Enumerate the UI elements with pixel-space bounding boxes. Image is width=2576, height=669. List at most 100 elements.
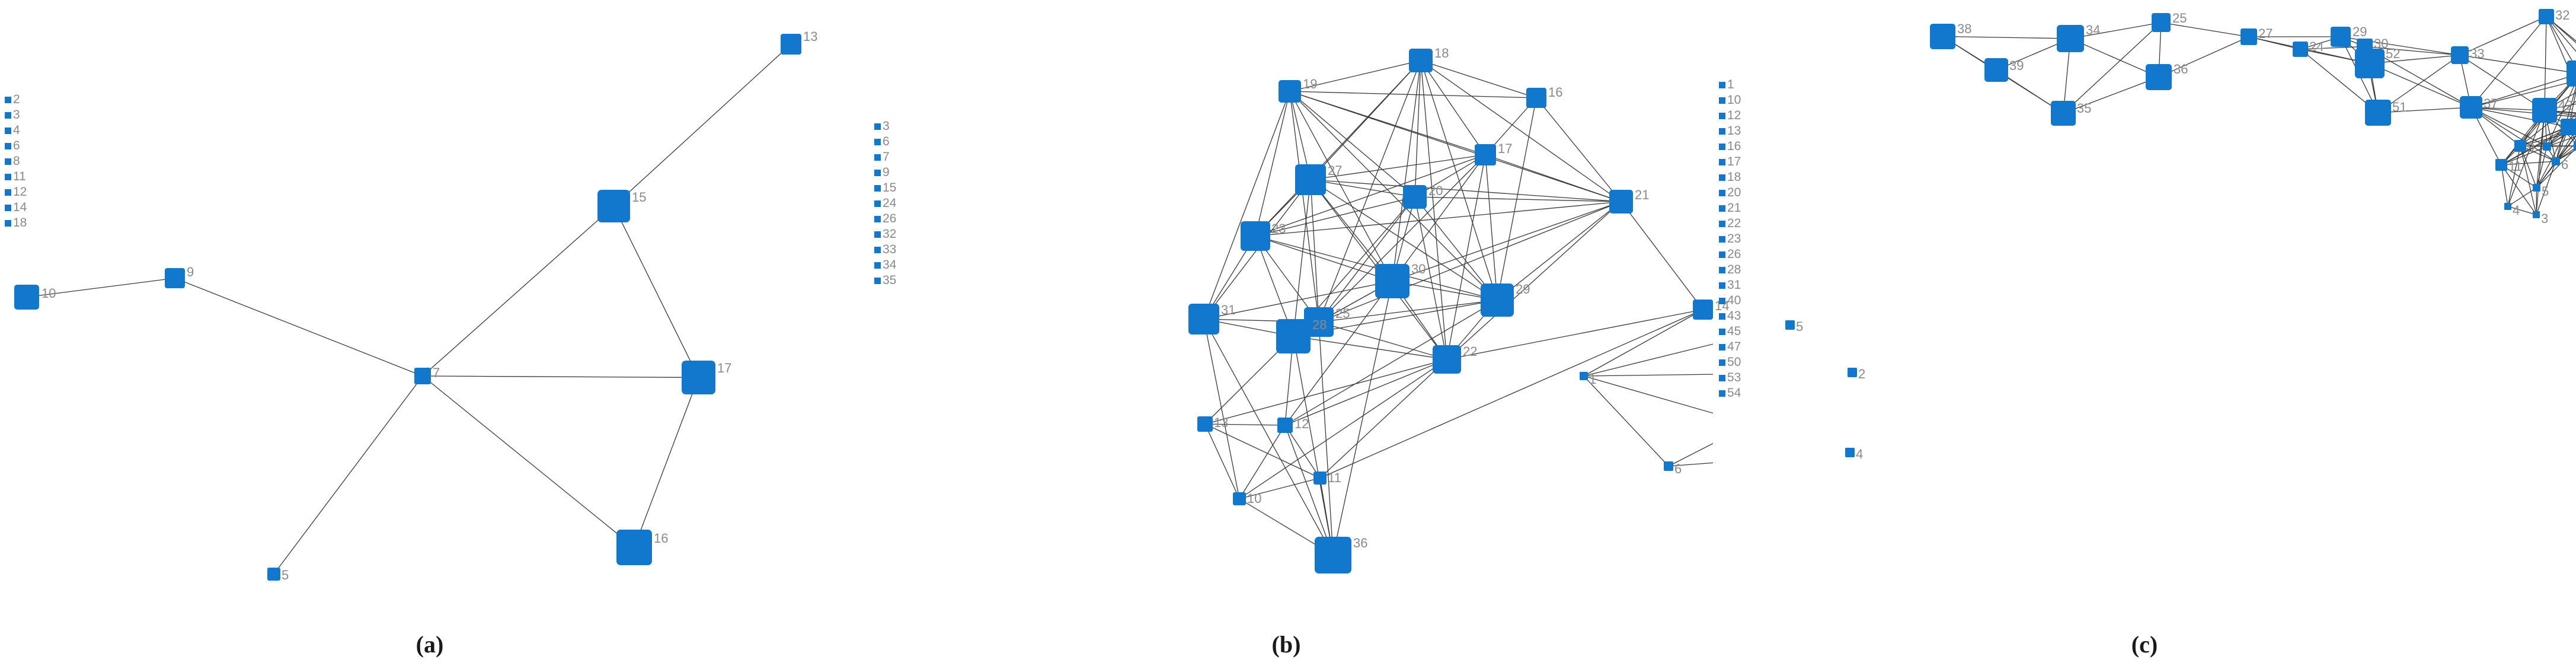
legend-item[interactable]: 26 <box>874 211 896 227</box>
legend-item[interactable]: 26 <box>1719 247 1741 262</box>
graph-node[interactable] <box>2331 27 2351 47</box>
graph-node[interactable] <box>2561 119 2576 135</box>
graph-node[interactable] <box>1848 368 1857 377</box>
legend-item[interactable]: 9 <box>874 165 896 180</box>
graph-node[interactable] <box>597 190 630 222</box>
graph-node[interactable] <box>2514 140 2526 152</box>
graph-node[interactable] <box>1475 144 1496 165</box>
graph-node[interactable] <box>1984 58 2008 82</box>
legend-item[interactable]: 1 <box>1719 77 1741 93</box>
graph-node[interactable] <box>1609 190 1633 214</box>
legend-item[interactable]: 12 <box>5 184 27 200</box>
legend-item[interactable]: 11 <box>5 169 27 184</box>
graph-node[interactable] <box>1580 372 1588 380</box>
graph-node[interactable] <box>2355 49 2385 78</box>
graph-node[interactable] <box>682 361 715 394</box>
graph-node[interactable] <box>2451 46 2469 64</box>
graph-node[interactable] <box>1295 164 1326 195</box>
graph-node[interactable] <box>1785 320 1795 330</box>
legend-item[interactable]: 22 <box>1719 216 1741 231</box>
graph-node[interactable] <box>1241 221 1270 251</box>
legend-item[interactable]: 14 <box>5 200 27 215</box>
graph-node[interactable] <box>1930 24 1955 49</box>
legend-item[interactable]: 40 <box>1719 293 1741 308</box>
legend-item[interactable]: 16 <box>1719 139 1741 154</box>
graph-node[interactable] <box>2567 60 2576 87</box>
graph-node[interactable] <box>1313 472 1327 485</box>
graph-node[interactable] <box>267 568 280 581</box>
graph-node[interactable] <box>1403 185 1427 209</box>
graph-node[interactable] <box>2146 64 2172 90</box>
legend-item[interactable]: 2 <box>5 92 27 107</box>
graph-node[interactable] <box>1664 461 1673 471</box>
legend-item[interactable]: 3 <box>874 119 896 134</box>
legend-item[interactable]: 6 <box>5 138 27 154</box>
legend-item[interactable]: 35 <box>874 273 896 288</box>
graph-node[interactable] <box>2293 42 2308 57</box>
graph-node[interactable] <box>1845 448 1855 457</box>
legend-item[interactable]: 17 <box>1719 154 1741 170</box>
graph-node[interactable] <box>14 285 39 310</box>
graph-panel-c[interactable]: 3225343827293330362452394144354637514248… <box>1713 0 2576 669</box>
graph-node[interactable] <box>165 268 185 288</box>
graph-node[interactable] <box>2051 101 2076 126</box>
legend-item[interactable]: 47 <box>1719 339 1741 355</box>
legend-item[interactable]: 33 <box>874 242 896 257</box>
legend-item[interactable]: 24 <box>874 196 896 211</box>
legend-item[interactable]: 18 <box>5 215 27 231</box>
graph-node[interactable] <box>2533 211 2540 218</box>
legend-item[interactable]: 6 <box>874 134 896 149</box>
graph-node[interactable] <box>781 34 801 55</box>
graph-node[interactable] <box>2532 98 2557 123</box>
legend-item[interactable]: 50 <box>1719 355 1741 370</box>
graph-node[interactable] <box>2152 13 2171 32</box>
legend-item[interactable]: 21 <box>1719 200 1741 216</box>
graph-node[interactable] <box>2460 96 2482 119</box>
graph-node[interactable] <box>1481 283 1514 317</box>
graph-node[interactable] <box>2574 141 2576 151</box>
graph-node[interactable] <box>1433 345 1461 374</box>
legend-item[interactable]: 45 <box>1719 324 1741 339</box>
graph-node[interactable] <box>2241 28 2257 45</box>
graph-node[interactable] <box>2533 184 2540 192</box>
graph-node[interactable] <box>2365 100 2391 126</box>
graph-node[interactable] <box>1233 492 1246 505</box>
legend-item[interactable]: 23 <box>1719 231 1741 247</box>
legend-item[interactable]: 12 <box>1719 108 1741 123</box>
legend-item[interactable]: 28 <box>1719 262 1741 278</box>
graph-node[interactable] <box>2057 25 2084 52</box>
graph-node[interactable] <box>1526 88 1546 108</box>
legend-item[interactable]: 43 <box>1719 308 1741 324</box>
graph-node[interactable] <box>1409 49 1433 72</box>
graph-node[interactable] <box>2543 142 2551 151</box>
graph-node[interactable] <box>1693 300 1713 320</box>
legend-item[interactable]: 3 <box>5 107 27 123</box>
graph-node[interactable] <box>2504 203 2511 210</box>
graph-node[interactable] <box>616 530 652 565</box>
legend-item[interactable]: 34 <box>874 257 896 273</box>
legend-item[interactable]: 32 <box>874 227 896 242</box>
legend-item[interactable]: 10 <box>1719 93 1741 108</box>
graph-node[interactable] <box>1188 304 1219 334</box>
graph-node[interactable] <box>2552 157 2560 165</box>
graph-node[interactable] <box>1276 319 1311 353</box>
graph-node[interactable] <box>1277 418 1293 433</box>
graph-node[interactable] <box>1315 537 1351 574</box>
legend-item[interactable]: 8 <box>5 154 27 169</box>
graph-node[interactable] <box>2495 159 2507 171</box>
legend-item[interactable]: 7 <box>874 149 896 165</box>
legend-item[interactable]: 13 <box>1719 123 1741 139</box>
graph-node[interactable] <box>414 368 431 384</box>
legend-item[interactable]: 18 <box>1719 170 1741 185</box>
legend-item[interactable]: 31 <box>1719 278 1741 293</box>
legend-item[interactable]: 20 <box>1719 185 1741 200</box>
legend-item[interactable]: 53 <box>1719 370 1741 386</box>
graph-node[interactable] <box>2539 9 2554 24</box>
graph-node[interactable] <box>1375 264 1410 298</box>
graph-node[interactable] <box>1279 80 1301 103</box>
legend-item[interactable]: 15 <box>874 180 896 196</box>
graph-node[interactable] <box>1197 416 1213 432</box>
legend-item[interactable]: 4 <box>5 123 27 138</box>
